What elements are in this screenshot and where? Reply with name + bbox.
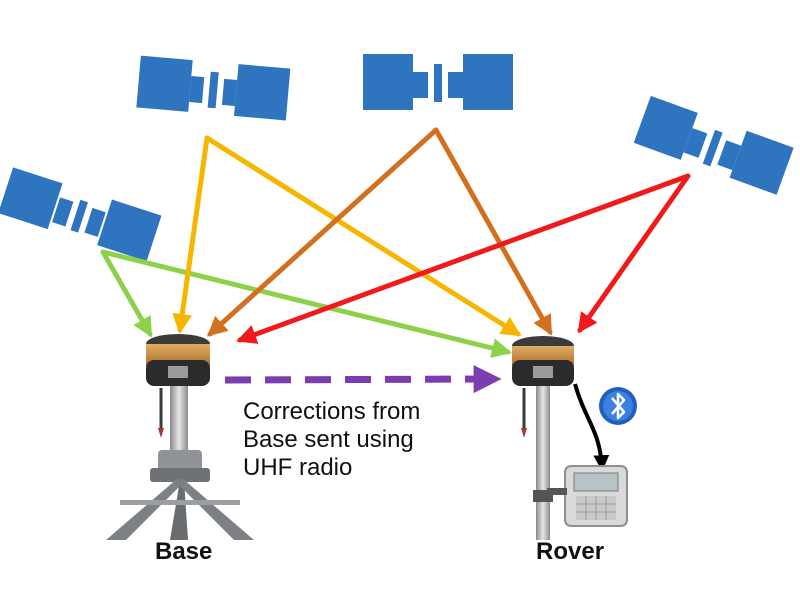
antenna-icon (521, 388, 527, 438)
rover-label: Rover (536, 538, 605, 565)
yellow-signal-to-base (172, 135, 210, 334)
satellite-icon (633, 95, 794, 195)
signal-arrows (100, 127, 691, 358)
bluetooth-link-arrow (573, 383, 610, 472)
red-signal-to-base (236, 173, 691, 344)
antenna-icon (158, 388, 164, 438)
bluetooth-icon (599, 387, 637, 425)
gnss-receiver-icon (146, 334, 210, 386)
orange-signal-to-rover (433, 127, 553, 336)
green-signal-to-rover (100, 249, 512, 358)
rover-pole (533, 383, 553, 540)
tripod-icon (106, 383, 254, 540)
red-signal-to-rover (577, 173, 691, 334)
data-collector-icon (547, 465, 628, 527)
caption-line-2: Base sent using (243, 426, 414, 453)
satellite-icon (0, 167, 162, 262)
yellow-signal-to-rover (204, 135, 522, 337)
green-signal-to-base (100, 249, 153, 338)
gnss-receiver-icon (512, 336, 574, 386)
caption-line-1: Corrections from (243, 398, 421, 425)
satellite-icon (136, 55, 291, 121)
orange-signal-to-base (207, 127, 439, 337)
corrections-caption: Corrections from Base sent using UHF rad… (243, 398, 523, 482)
radio-link-arrow (224, 365, 502, 394)
satellite-icon (363, 54, 513, 110)
caption-line-3: UHF radio (243, 454, 353, 481)
base-label: Base (155, 538, 213, 565)
